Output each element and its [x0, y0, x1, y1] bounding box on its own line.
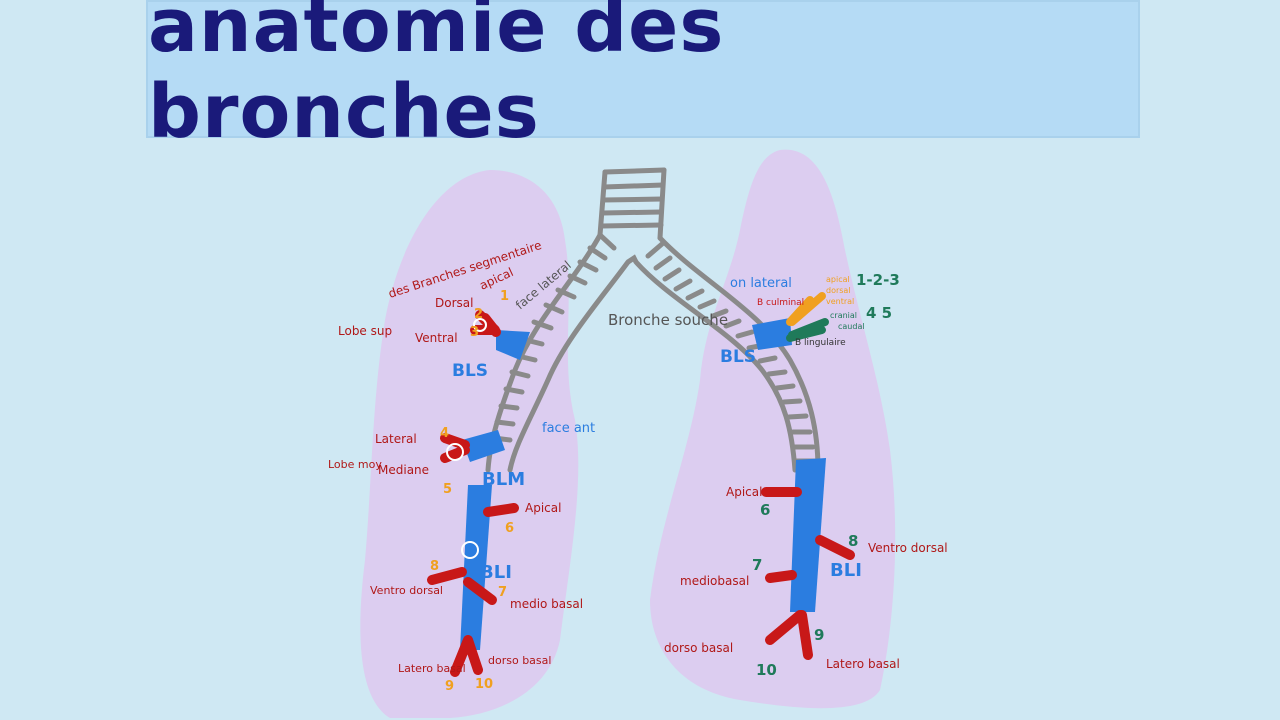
- right-seg-2-number: 2: [474, 307, 483, 322]
- left-seg-10-name: dorso basal: [664, 641, 733, 655]
- right-seg-2-name: Dorsal: [435, 296, 473, 310]
- left-branch-name-ventral: ventral: [826, 297, 854, 306]
- carina: [626, 254, 639, 265]
- left-lingula-label: B lingulaire: [795, 338, 846, 348]
- right-seg-8-name: Ventro dorsal: [370, 584, 443, 597]
- left-branch-name-caudal: caudal: [838, 322, 865, 331]
- right-blm-face-label: face ant: [542, 421, 595, 436]
- left-culmen-label: B culminal: [757, 298, 804, 308]
- trachea-label: Bronche souche: [608, 311, 728, 329]
- right-blm-abbr: BLM: [482, 469, 525, 490]
- right-bli-abbr: BLI: [480, 562, 512, 583]
- right-upper-lobe-label: Lobe sup: [338, 324, 392, 338]
- right-middle-lobe-label: Lobe moy: [328, 458, 382, 471]
- left-branch-name-apical: apical: [826, 275, 850, 284]
- right-blm-bronchus: [462, 430, 505, 462]
- right-seg-4-name: Lateral: [375, 432, 417, 446]
- left-bls-abbr: BLS: [720, 347, 756, 367]
- right-bls-abbr: BLS: [452, 361, 488, 381]
- right-seg-8-number: 8: [430, 559, 439, 574]
- left-bls-bronchus: [752, 318, 792, 350]
- right-seg-3-number: 3: [470, 325, 479, 340]
- title-banner: anatomie des bronches: [146, 0, 1140, 155]
- right-seg-7-number: 7: [498, 585, 507, 600]
- right-seg-5-name: Mediane: [378, 463, 429, 477]
- left-seg-8-name: Ventro dorsal: [868, 541, 948, 555]
- right-seg-10-number: 10: [475, 677, 493, 692]
- left-branch-name-cranial: cranial: [830, 311, 857, 320]
- left-seg-9-name: Latero basal: [826, 657, 900, 671]
- right-seg-4-number: 4: [440, 426, 449, 441]
- right-bls-bronchus: [496, 330, 530, 360]
- left-segment-branches: [761, 487, 855, 660]
- right-seg-9-name: Latero basal: [398, 662, 466, 675]
- right-seg-7-name: medio basal: [510, 597, 583, 611]
- right-seg-9-number: 9: [445, 679, 454, 694]
- right-bli-trunk: [460, 485, 492, 650]
- left-upper-numbers-top: 1-2-3: [856, 271, 900, 289]
- right-seg-1-number: 1: [500, 289, 509, 304]
- left-upper-segment-branches: [786, 292, 829, 342]
- left-seg-10-number: 10: [756, 661, 777, 679]
- left-seg-6-number: 6: [760, 501, 770, 519]
- left-lung-shape: [650, 149, 896, 709]
- left-seg-7-name: mediobasal: [680, 574, 749, 588]
- page-title: anatomie des bronches: [148, 0, 725, 155]
- left-seg-8-number: 8: [848, 532, 858, 550]
- right-seg-3-name: Ventral: [415, 331, 458, 345]
- segment-circles: [446, 318, 487, 559]
- right-seg-10-name: dorso basal: [488, 654, 551, 667]
- left-seg-9-number: 9: [814, 626, 824, 644]
- trachea: [597, 167, 667, 241]
- right-seg-6-number: 6: [505, 521, 514, 536]
- left-bli-abbr: BLI: [830, 560, 862, 581]
- left-upper-numbers-bottom: 4 5: [866, 304, 892, 322]
- left-branch-name-dorsal: dorsal: [826, 286, 851, 295]
- left-main-bronchus: [633, 235, 821, 473]
- right-seg-5-number: 5: [443, 482, 452, 497]
- left-seg-7-number: 7: [752, 556, 762, 574]
- left-seg-6-name: Apical: [726, 485, 762, 499]
- left-bls-face-label: on lateral: [730, 276, 792, 291]
- right-seg-6-name: Apical: [525, 501, 561, 515]
